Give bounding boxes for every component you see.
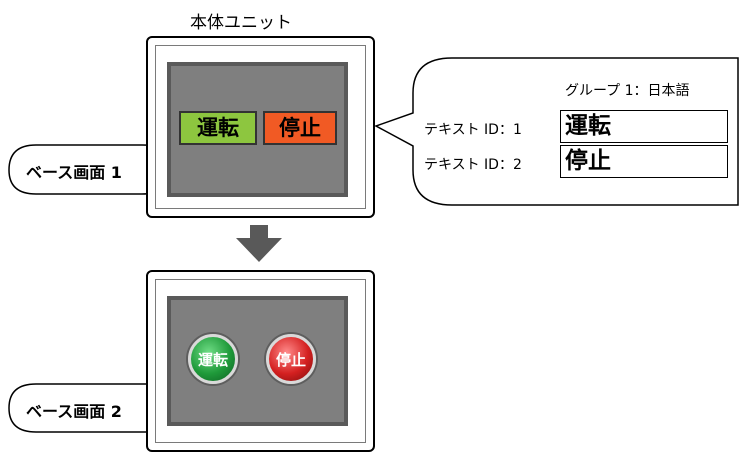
text-id-1-label: テキスト ID：1 — [424, 122, 522, 138]
callout-base-screen-1: ベース画面 1 — [26, 163, 122, 182]
text-id-2-label: テキスト ID：2 — [424, 157, 522, 173]
down-arrow-icon — [236, 225, 282, 262]
stop-button[interactable]: 停止 — [263, 111, 337, 145]
text-id-1-value: 運転 — [560, 110, 728, 143]
callout-base-screen-2: ベース画面 2 — [26, 402, 122, 421]
unit-title: 本体ユニット — [190, 13, 292, 33]
stop-pilot-lamp[interactable]: 停止 — [266, 334, 316, 384]
text-id-2-value: 停止 — [560, 145, 728, 178]
run-pilot-lamp[interactable]: 運転 — [188, 334, 238, 384]
group-label: グループ 1：日本語 — [565, 83, 690, 99]
run-button[interactable]: 運転 — [179, 111, 257, 145]
